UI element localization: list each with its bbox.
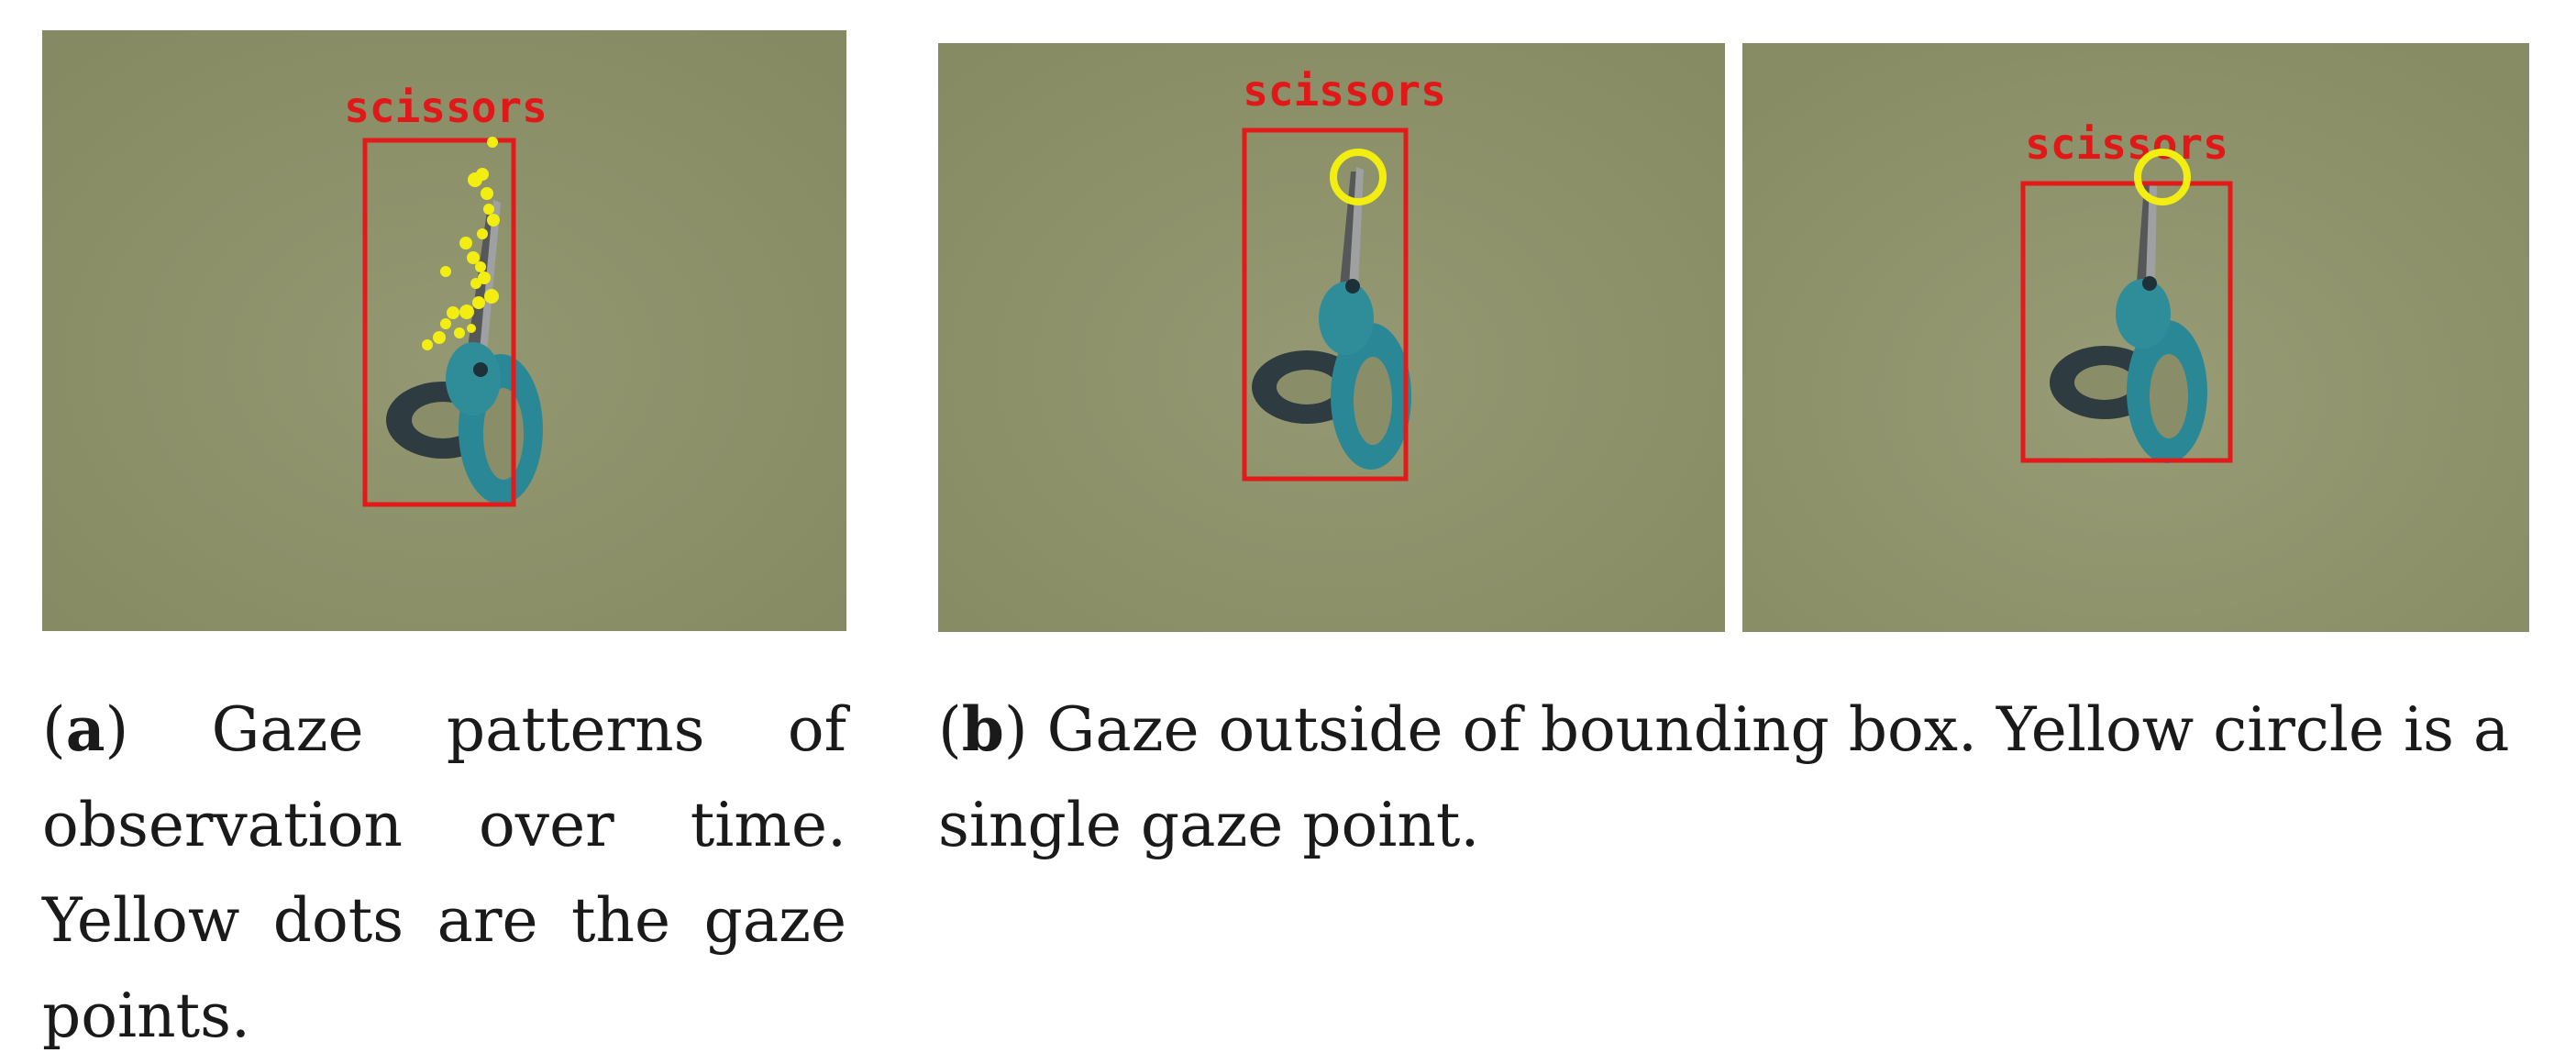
caption-b-text: Gaze outside of bounding box. Yellow cir…: [938, 694, 2510, 860]
bounding-box: [362, 138, 516, 507]
scissors-object: [1252, 167, 1411, 470]
scissors-photo-b1: scissors: [938, 43, 1725, 632]
panel-b-left-image: scissors: [938, 43, 1725, 632]
caption-a-letter: a: [65, 693, 105, 765]
scissors-photo-b2: scissors: [1742, 43, 2529, 632]
bounding-box: [1242, 127, 1409, 482]
panel-b-right-image: scissors: [1742, 43, 2529, 632]
caption-b-letter: b: [961, 693, 1004, 765]
photo-background: [42, 30, 846, 631]
object-label: scissors: [344, 83, 547, 132]
object-label: scissors: [1243, 66, 1446, 116]
panel-a-image: scissors: [42, 30, 846, 631]
gaze-circle: [2134, 149, 2191, 205]
gaze-points: [422, 137, 500, 350]
gaze-circle: [1330, 149, 1387, 205]
caption-a: (a) Gaze patterns of observation over ti…: [42, 693, 846, 1051]
caption-a-text: Gaze patterns of observation over time. …: [42, 694, 846, 1051]
object-label: scissors: [2025, 119, 2228, 169]
scissors-photo-a: scissors: [42, 30, 846, 631]
bounding-box: [2020, 181, 2233, 463]
caption-b: (b) Gaze outside of bounding box. Yellow…: [938, 693, 2510, 860]
scissors-object: [2050, 181, 2207, 463]
